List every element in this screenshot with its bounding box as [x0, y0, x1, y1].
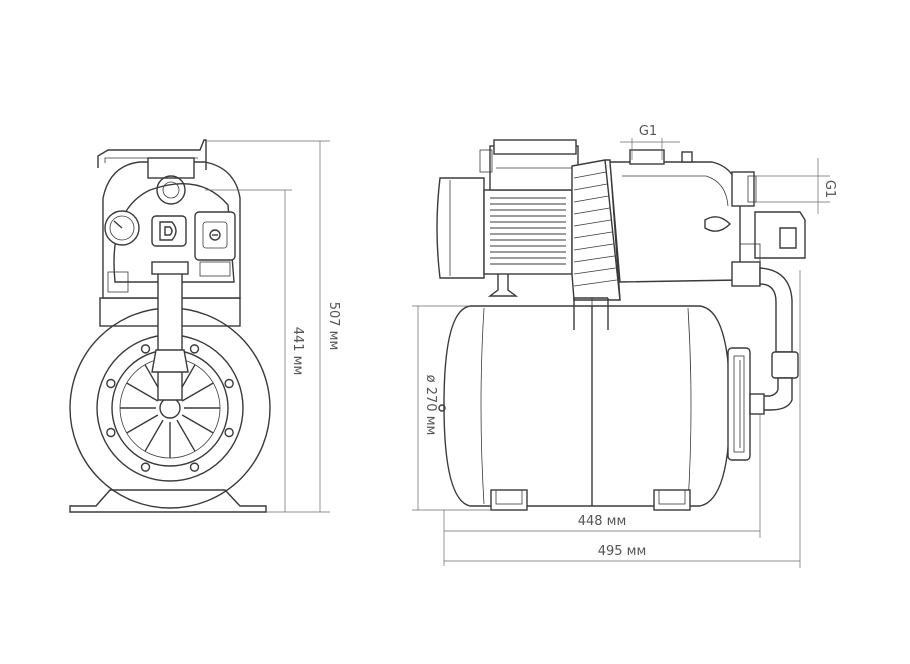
side-pump-ribs [573, 171, 617, 287]
flange-bolt [189, 462, 200, 472]
front-cable-gland [199, 261, 231, 277]
side-pump-drain [704, 216, 731, 232]
side-tank-flange-inner [733, 355, 745, 453]
side-pump-body-contour [622, 175, 729, 207]
pump-rib [573, 183, 608, 191]
flange-bolt [224, 427, 234, 438]
dim-448-label: 448 мм [578, 514, 627, 529]
pump-rib [573, 207, 610, 215]
pump-rib [573, 267, 616, 275]
dim-441-label: 441 мм [290, 327, 305, 376]
pressure-gauge-needle [113, 220, 123, 229]
pump-rib [573, 255, 615, 263]
dim-495-label: 495 мм [598, 544, 647, 559]
flange-bolt [189, 344, 200, 354]
front-pressure-switch [194, 211, 236, 261]
membrane-spoke [144, 419, 164, 452]
side-terminal-gland [479, 149, 493, 173]
dim-g1-top-label: G1 [639, 124, 657, 139]
side-foot-left-inner [495, 489, 523, 505]
side-lower-fitting [731, 261, 761, 287]
pump-rib [573, 195, 609, 203]
side-tank-flange [727, 347, 751, 461]
front-connection-hose [157, 271, 183, 401]
pump-rib [573, 231, 613, 239]
flange-bolt [106, 378, 116, 389]
dim-507-label: 507 мм [326, 302, 341, 351]
front-switch-window [202, 221, 228, 249]
pump-rib [573, 243, 614, 251]
front-outlet-port [147, 157, 195, 179]
side-tank-left-cap [480, 307, 485, 505]
side-view [436, 139, 806, 511]
side-tank-right-cap [687, 307, 692, 505]
front-flange-bolts [106, 344, 234, 472]
front-hose-fitting [151, 349, 189, 373]
flange-bolt [140, 462, 151, 472]
flange-bolt [140, 344, 151, 354]
dim-270-label: ø 270 мм [423, 375, 438, 436]
side-connection-hose [759, 267, 793, 353]
membrane-spoke [126, 414, 159, 434]
side-switch-cable [779, 227, 797, 249]
flange-bolt [224, 378, 234, 389]
front-view [69, 139, 271, 513]
side-hose-lower [759, 377, 793, 411]
side-motor-foot [487, 274, 519, 297]
side-motor-body [483, 189, 573, 275]
front-left-bracket [107, 271, 129, 293]
side-foot-right-inner [658, 489, 686, 505]
front-outlet-bore [162, 181, 180, 199]
side-pump-body [609, 161, 741, 283]
flange-bolt [106, 427, 116, 438]
side-outlet-stub [629, 149, 665, 165]
front-outlet-thread [156, 175, 186, 205]
front-hose-coupling [151, 261, 189, 275]
side-tank-body [443, 305, 731, 507]
side-inlet-thread [747, 175, 757, 203]
pump-rib [573, 219, 611, 227]
pressure-gauge-face [109, 215, 135, 241]
side-pump-flange-line [604, 159, 621, 301]
brand-logo-icon [159, 221, 177, 241]
side-inlet-port [731, 171, 755, 207]
front-membrane-hub [159, 397, 181, 419]
side-plug [681, 151, 693, 163]
front-dimensions: 507 мм 441 мм [205, 140, 341, 513]
front-logo-plate [151, 215, 187, 247]
membrane-spoke [176, 419, 196, 452]
membrane-spoke [181, 382, 214, 402]
dim-g1-right-label: G1 [822, 180, 837, 198]
membrane-spoke [181, 414, 214, 434]
pump-rib [573, 171, 607, 179]
side-tank-valve [438, 404, 446, 412]
front-base-foot [69, 489, 267, 513]
membrane-spoke [126, 382, 159, 402]
side-motor-end-cap [436, 177, 485, 279]
side-hose-coupling [771, 351, 799, 379]
side-foot-right [653, 489, 691, 511]
side-dimensions: G1 G1 ø 270 мм 448 мм 495 мм [412, 124, 837, 568]
pump-rib [573, 279, 617, 287]
side-tank-nipple [749, 393, 765, 415]
front-carry-handle [97, 139, 207, 170]
front-switch-knob [209, 229, 221, 241]
side-terminal-cover [493, 139, 577, 155]
side-motor-fins [490, 197, 566, 265]
